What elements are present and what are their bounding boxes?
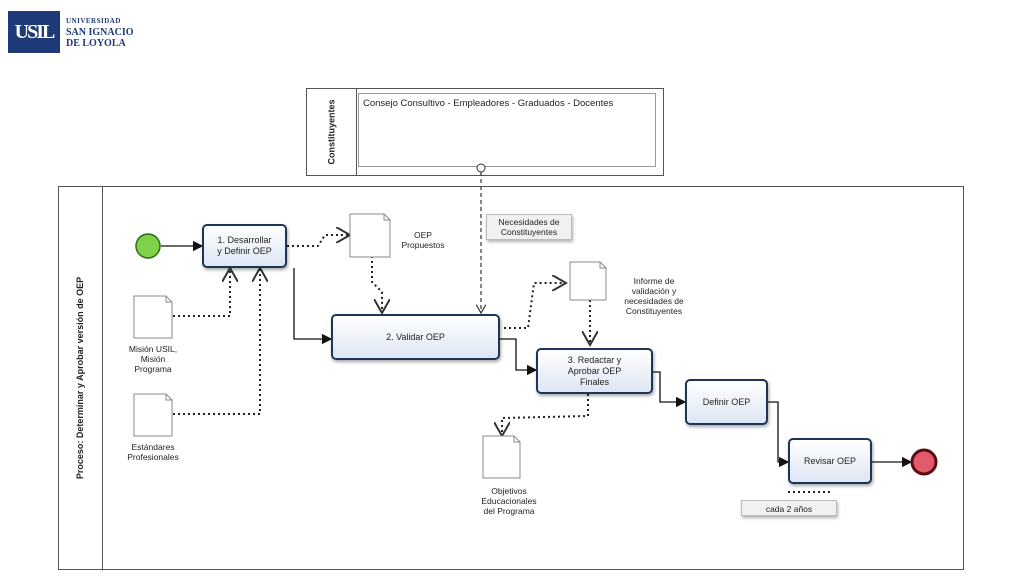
document-informe-validacion (569, 261, 607, 301)
annotation-cada-2-anos: cada 2 años (741, 500, 837, 516)
task-redactar-aprobar-oep[interactable]: 3. Redactar y Aprobar OEP Finales (536, 348, 653, 394)
label-oep-propuestos: OEP Propuestos (401, 230, 445, 250)
assoc-d1-to-t2 (371, 256, 382, 313)
document-mision (133, 295, 173, 339)
assoc-d4-to-t1 (173, 268, 260, 415)
flow-t4-to-t5 (768, 401, 790, 468)
end-event (910, 448, 938, 476)
constituents-pool-label: Constituyentes (306, 88, 357, 176)
task-revisar-oep[interactable]: Revisar OEP (788, 438, 872, 484)
assoc-d3-to-t1 (173, 268, 230, 317)
label-objetivos: Objetivos Educacionales del Programa (481, 486, 537, 516)
process-pool-label: Proceso: Determinar y Aprobar versión de… (58, 186, 103, 570)
logo-line-3: DE LOYOLA (66, 38, 126, 49)
logo-line-2: SAN IGNACIO (66, 27, 134, 38)
logo-line-1: UNIVERSIDAD (66, 17, 121, 25)
label-mision: Misión USIL, Misión Programa (128, 344, 178, 374)
constituents-pool (306, 88, 664, 176)
document-estandares (133, 393, 173, 437)
flow-t1-to-t2 (293, 268, 333, 345)
process-pool (58, 186, 964, 570)
constituents-text: Consejo Consultivo - Empleadores - Gradu… (363, 98, 614, 109)
annotation-necesidades: Necesidades de Constituyentes (486, 214, 572, 240)
flow-t3-to-t4 (653, 371, 687, 408)
label-estandares: Estándares Profesionales (127, 442, 179, 462)
assoc-t1-to-d1 (287, 235, 350, 247)
label-informe-validacion: Informe de validación y necesidades de C… (624, 276, 684, 316)
assoc-origin-dot (476, 163, 486, 173)
university-name: UNIVERSIDAD SAN IGNACIO DE LOYOLA (66, 16, 134, 49)
document-objetivos (482, 435, 521, 479)
start-event (135, 233, 161, 259)
task-definir-oep[interactable]: Definir OEP (685, 379, 768, 425)
task-desarrollar-definir-oep[interactable]: 1. Desarrollar y Definir OEP (202, 224, 287, 268)
constituents-content-box: Consejo Consultivo - Empleadores - Gradu… (358, 93, 656, 167)
document-oep-propuestos (349, 213, 391, 258)
flow-t2-to-t3 (500, 338, 538, 376)
assoc-t2-to-d2 (504, 283, 566, 329)
task-validar-oep[interactable]: 2. Validar OEP (331, 314, 500, 360)
assoc-t3-to-d5 (502, 394, 589, 436)
usil-logo-mark: USIL (8, 11, 60, 53)
